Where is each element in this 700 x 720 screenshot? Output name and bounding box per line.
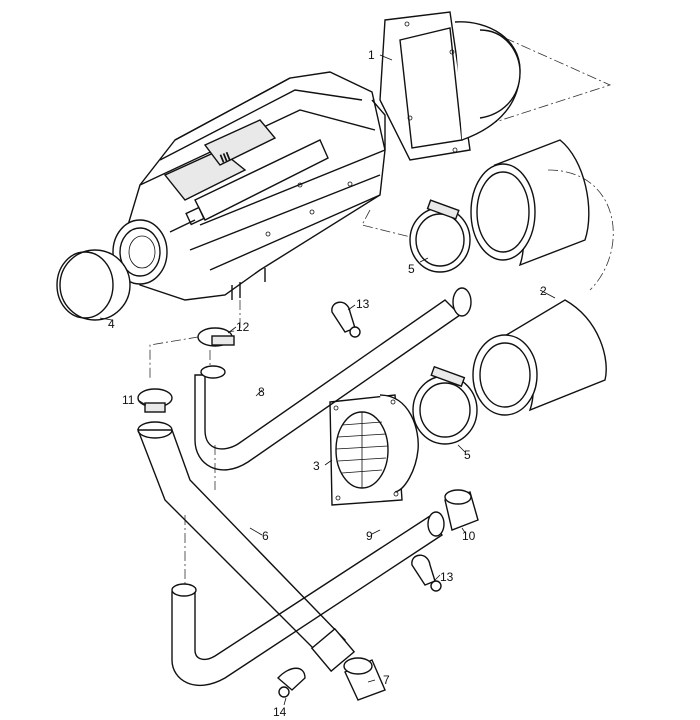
louvred-outlet <box>329 394 419 506</box>
callout-5-lower: 5 <box>464 448 471 462</box>
small-parts <box>137 301 479 701</box>
outlet-hood <box>379 11 521 161</box>
callout-10: 10 <box>462 529 476 543</box>
callout-8: 8 <box>258 385 265 399</box>
callout-3: 3 <box>313 459 320 473</box>
large-corrugated-hose <box>470 139 607 416</box>
hose-clamps <box>409 199 478 445</box>
inlet-grille <box>56 249 131 321</box>
assembly-centerlines <box>149 37 614 590</box>
leader-lines <box>99 54 556 706</box>
air-heater-unit: III <box>112 71 386 301</box>
callout-12: 12 <box>236 320 250 334</box>
callout-6: 6 <box>262 529 269 543</box>
callout-11: 11 <box>122 393 135 407</box>
callout-5-upper: 5 <box>408 262 415 276</box>
heater-badge: III <box>218 149 233 166</box>
hose-6 <box>136 421 356 673</box>
callout-1: 1 <box>368 48 375 62</box>
callout-14: 14 <box>273 705 287 719</box>
callout-13-upper: 13 <box>356 297 370 311</box>
callout-labels: 1 2 3 4 5 5 6 7 8 9 10 11 12 13 13 14 <box>108 48 547 719</box>
callout-2: 2 <box>540 284 547 298</box>
callout-9: 9 <box>366 529 373 543</box>
hose-9 <box>171 511 445 687</box>
callout-4: 4 <box>108 317 115 331</box>
hose-8 <box>194 287 472 471</box>
callout-7: 7 <box>383 673 390 687</box>
callout-13-lower: 13 <box>440 570 454 584</box>
